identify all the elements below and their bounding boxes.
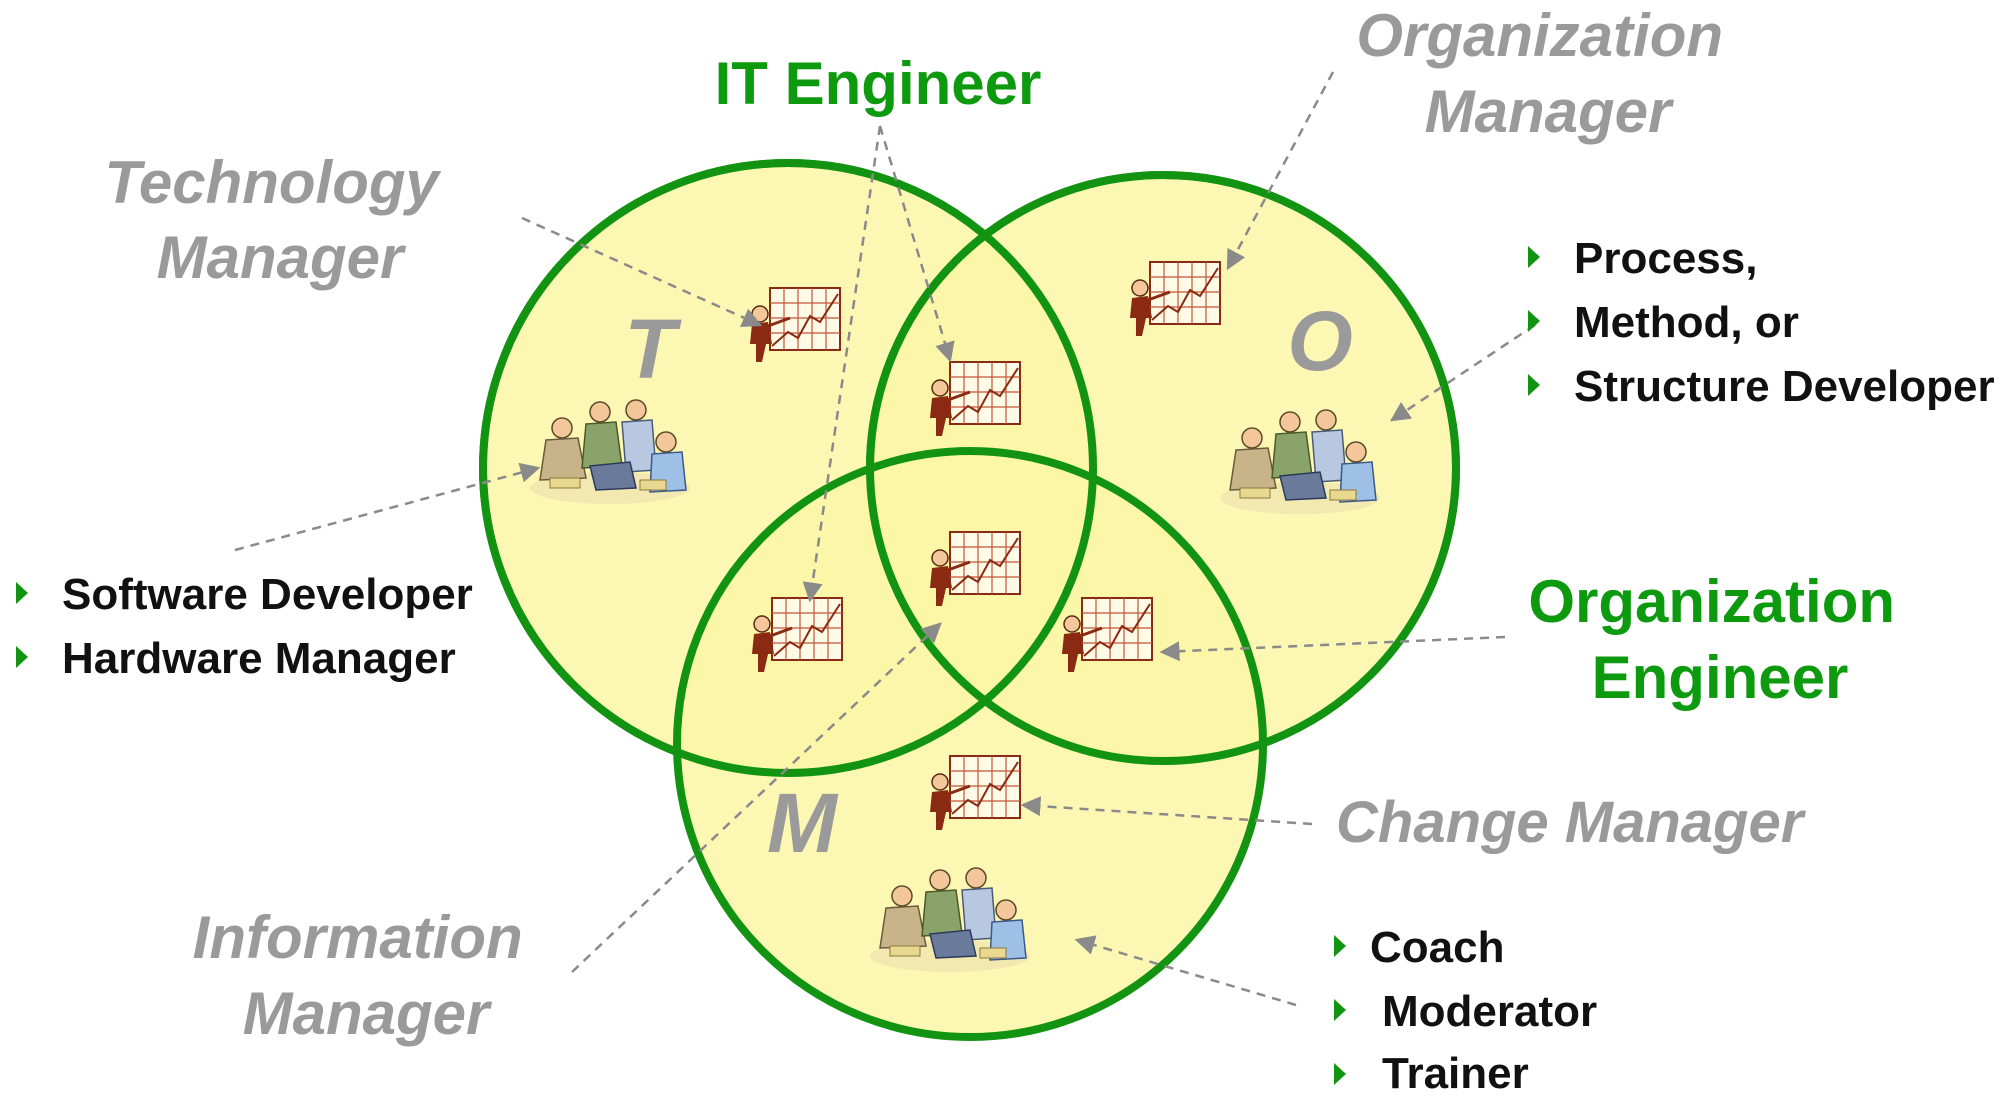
organization-engineer-line-2: Engineer — [1592, 644, 1849, 711]
bullet-icon — [16, 582, 28, 604]
m-team-item: Moderator — [1382, 987, 1597, 1036]
o-team-item: Process, — [1574, 234, 1757, 283]
information-manager-line-1: Information — [193, 904, 523, 971]
organization-manager-line-2: Manager — [1425, 78, 1675, 145]
bullet-icon — [1528, 310, 1540, 332]
circle-letter-t: T — [624, 302, 682, 396]
arrow-change-manager — [1020, 796, 1313, 826]
arrow-it-engineer-to — [878, 125, 955, 363]
technology-manager-label: Technology Manager — [104, 149, 455, 291]
t-team-item: Software Developer — [62, 570, 473, 619]
bullet-icon — [16, 646, 28, 668]
arrow-m-team — [1074, 935, 1297, 1007]
arrow-information-manager — [571, 622, 942, 973]
technology-manager-line-1: Technology — [104, 149, 441, 216]
t-team-list: Software Developer Hardware Manager — [16, 570, 473, 683]
bullet-icon — [1528, 246, 1540, 268]
technology-manager-line-2: Manager — [157, 224, 407, 291]
bullet-icon — [1334, 935, 1346, 957]
information-manager-line-2: Manager — [243, 980, 493, 1047]
arrow-organization-manager — [1226, 71, 1335, 271]
o-team-item: Method, or — [1574, 298, 1799, 347]
m-team-item: Trainer — [1382, 1049, 1529, 1093]
o-team-item: Structure Developer — [1574, 362, 1995, 411]
organization-engineer-label: Organization Engineer — [1528, 568, 1911, 711]
arrow-technology-manager — [521, 216, 763, 327]
m-team-item: Coach — [1370, 923, 1504, 972]
circle-letter-o: O — [1287, 294, 1352, 388]
bullet-icon — [1334, 999, 1346, 1021]
arrow-o-team — [1389, 323, 1536, 422]
connector-arrows — [234, 71, 1536, 1007]
information-manager-label: Information Manager — [193, 904, 540, 1047]
organization-manager-label: Organization Manager — [1356, 2, 1739, 145]
change-manager-label: Change Manager — [1336, 790, 1807, 855]
organization-manager-line-1: Organization — [1356, 2, 1723, 69]
bullet-icon — [1528, 374, 1540, 396]
o-team-list: Process, Method, or Structure Developer — [1528, 234, 1995, 411]
it-engineer-label: IT Engineer — [715, 50, 1042, 117]
bullet-icon — [1334, 1063, 1346, 1085]
circle-letter-m: M — [767, 776, 839, 870]
t-team-item: Hardware Manager — [62, 634, 456, 683]
arrow-t-team — [234, 462, 541, 552]
organization-engineer-line-1: Organization — [1528, 568, 1895, 635]
m-team-list: Coach Moderator Trainer — [1334, 923, 1597, 1098]
